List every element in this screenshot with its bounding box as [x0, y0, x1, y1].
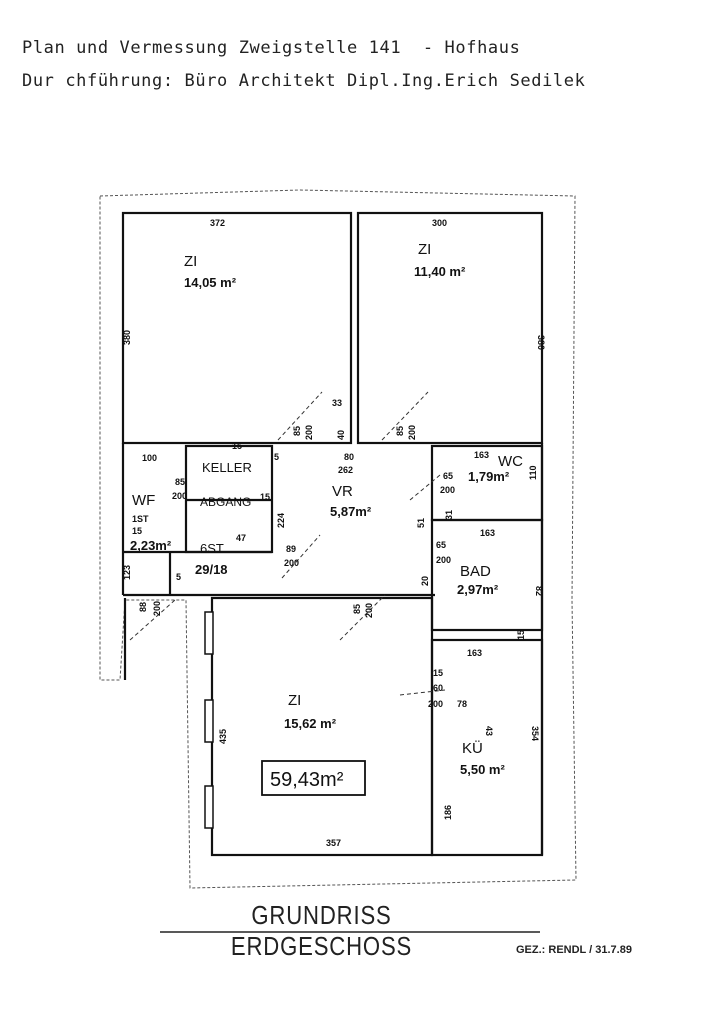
dim-435: 435 [218, 729, 228, 744]
sheet-outline [99, 189, 577, 889]
room-wc-area: 1,79m² [468, 469, 510, 484]
dim-85c: 85 [175, 477, 185, 487]
dim-200d: 200 [172, 491, 187, 501]
dim-354: 354 [530, 726, 540, 741]
dim-5b: 5 [176, 572, 181, 582]
room-zi-bottom-name: ZI [288, 692, 301, 709]
dim-33: 33 [332, 398, 342, 408]
room-zi-top-left-area: 14,05 m² [184, 275, 237, 290]
dim-200a: 200 [304, 425, 314, 440]
walls [121, 211, 544, 857]
room-zi-top-left-name: ZI [184, 253, 197, 270]
dim-85d: 85 [352, 604, 362, 614]
dim-80: 80 [344, 452, 354, 462]
dim-15d: 15 [516, 630, 526, 640]
dim-15c: 15 [132, 526, 142, 536]
dim-100: 100 [142, 453, 157, 463]
dim-65a: 65 [443, 471, 453, 481]
dim-78: 78 [457, 699, 467, 709]
dim-200e: 200 [284, 558, 299, 568]
dim-357: 357 [326, 838, 341, 848]
dim-224: 224 [276, 513, 286, 528]
room-ku-name: KÜ [462, 739, 483, 757]
dim-47: 47 [236, 533, 246, 543]
signature: GEZ.: RENDL / 31.7.89 [516, 944, 632, 956]
dim-88: 88 [138, 602, 148, 612]
dim-200f: 200 [436, 555, 451, 565]
dim-200i: 200 [428, 699, 443, 709]
dim-85a: 85 [292, 426, 302, 436]
dim-372: 372 [210, 218, 225, 228]
dim-85b: 85 [395, 426, 405, 436]
room-zi-top-right-name: ZI [418, 241, 431, 258]
dim-123: 123 [122, 565, 132, 580]
windows [204, 611, 214, 829]
room-zi-top-right-area: 11,40 m² [414, 264, 466, 279]
room-6st-dims: 29/18 [195, 562, 228, 577]
dim-31: 31 [444, 510, 454, 520]
room-ku-area: 5,50 m² [460, 762, 505, 777]
dim-82: 82 [534, 586, 544, 596]
dim-380-right: 380 [536, 335, 546, 350]
dim-380-left: 380 [122, 330, 132, 345]
total-area-box [261, 760, 366, 796]
dim-200c: 200 [440, 485, 455, 495]
dim-20: 20 [420, 576, 430, 586]
dim-40: 40 [336, 430, 346, 440]
dim-200b: 200 [407, 425, 417, 440]
header-line-1: Plan und Vermessung Zweigstelle 141 - Ho… [22, 38, 521, 58]
room-zi-bottom-area: 15,62 m² [284, 716, 337, 731]
room-keller-name: KELLER [202, 460, 252, 475]
header-line-2: Dur chführung: Büro Architekt Dipl.Ing.E… [22, 71, 586, 91]
room-abgang-name: ABGANG [200, 495, 251, 509]
room-vr-area: 5,87m² [330, 504, 372, 519]
room-wf-name: WF [132, 492, 155, 509]
dim-163a: 163 [474, 450, 489, 460]
room-vr-name: VR [332, 483, 353, 500]
dim-200h: 200 [364, 603, 374, 618]
dim-163b: 163 [480, 528, 495, 538]
dim-110: 110 [528, 465, 538, 480]
plan-title: GRUNDRISS ERDGESCHOSS [230, 900, 413, 961]
dim-300: 300 [432, 218, 447, 228]
dim-15b: 15 [260, 492, 270, 502]
room-6st-name: 6ST [200, 541, 224, 556]
dim-200g: 200 [152, 601, 162, 616]
dim-186: 186 [443, 805, 453, 820]
dim-43: 43 [484, 726, 494, 736]
dim-51: 51 [416, 518, 426, 528]
dim-89: 89 [286, 544, 296, 554]
dim-1st: 1ST [132, 514, 149, 524]
dim-262: 262 [338, 465, 353, 475]
total-area: 59,43m² [270, 769, 344, 791]
dim-60: 60 [433, 683, 443, 693]
room-wf-area: 2,23m² [130, 538, 172, 553]
dim-163c: 163 [467, 648, 482, 658]
dim-15e: 15 [433, 668, 443, 678]
dim-5: 5 [274, 452, 279, 462]
door-swings [129, 391, 446, 696]
room-bad-name: BAD [460, 563, 491, 580]
dim-65b: 65 [436, 540, 446, 550]
room-bad-area: 2,97m² [457, 582, 499, 597]
dim-15: 15 [232, 441, 242, 451]
room-wc-name: WC [498, 453, 523, 470]
